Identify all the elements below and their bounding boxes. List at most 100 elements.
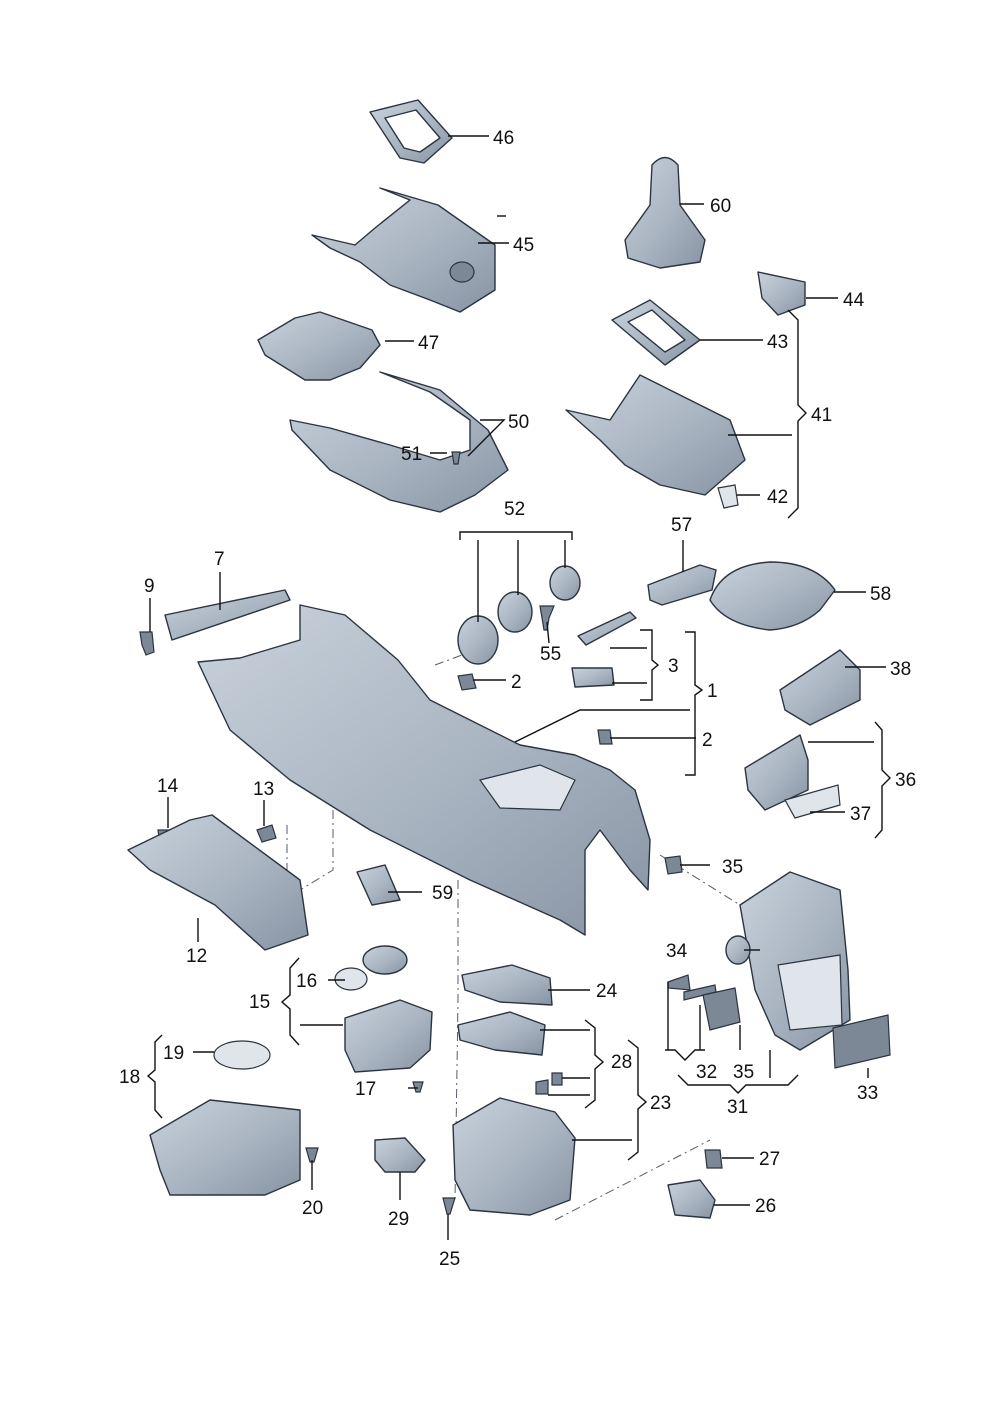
- part-38-air-vent: [779, 649, 861, 726]
- part-12-mount-bracket: [127, 814, 309, 951]
- part-43-trim-frame: [611, 299, 701, 366]
- part-32-insert: [702, 987, 741, 1031]
- callout-16: 16: [296, 971, 317, 992]
- callout-38: 38: [890, 659, 911, 680]
- callout-28: 28: [611, 1052, 632, 1073]
- part-35-clip-a: [664, 855, 683, 875]
- callout-35-b: 35: [733, 1062, 754, 1083]
- callout-25: 25: [439, 1249, 460, 1270]
- part-55-screw: [539, 605, 555, 631]
- callout-24: 24: [596, 981, 618, 1002]
- callout-45: 45: [513, 235, 534, 256]
- part-25-screw: [442, 1197, 456, 1215]
- part-33-plate: [832, 1014, 891, 1069]
- callout-7: 7: [214, 549, 225, 570]
- part-42-clip: [717, 484, 739, 509]
- callout-20: 20: [302, 1198, 323, 1219]
- part-2-clip-b: [597, 729, 613, 745]
- callout-41: 41: [811, 405, 832, 426]
- part-17-screw: [412, 1081, 424, 1093]
- callout-52: 52: [504, 499, 525, 520]
- part-15-cupholder: [344, 999, 433, 1073]
- part-41-center-trim: [565, 374, 746, 496]
- part-28-bracket: [457, 1011, 546, 1056]
- callout-60: 60: [710, 196, 731, 217]
- part-60-gear-boot: [624, 156, 706, 269]
- part-37-insert: [784, 784, 841, 819]
- part-9-clip: [139, 631, 155, 656]
- part-45-selector-knob: [449, 261, 475, 283]
- part-59-pad: [356, 864, 401, 906]
- part-1-center-console: [197, 604, 651, 936]
- callout-46: 46: [493, 128, 514, 149]
- part-29-socket: [374, 1137, 426, 1173]
- part-16-cover: [362, 945, 408, 975]
- part-2-clip-a: [457, 673, 477, 691]
- part-57-switch-panel: [647, 564, 717, 606]
- callout-18: 18: [119, 1067, 140, 1088]
- callout-47: 47: [418, 333, 439, 354]
- part-28-clip-b: [535, 1079, 549, 1095]
- braces: [146, 309, 891, 1161]
- callout-33: 33: [857, 1083, 878, 1104]
- callout-43: 43: [767, 332, 788, 353]
- callout-57: 57: [671, 515, 692, 536]
- callout-19: 19: [163, 1043, 184, 1064]
- callout-50: 50: [508, 412, 529, 433]
- callout-44: 44: [843, 290, 865, 311]
- callout-1: 1: [707, 681, 718, 702]
- callout-58: 58: [870, 584, 891, 605]
- callout-55: 55: [540, 644, 561, 665]
- part-13-bolt: [256, 824, 277, 843]
- part-44-pocket: [757, 271, 806, 316]
- callout-9: 9: [144, 576, 155, 597]
- callout-23: 23: [650, 1093, 671, 1114]
- part-46-trim-frame: [369, 99, 453, 164]
- part-1-cupholder-opening: [478, 764, 576, 811]
- part-3-trim: [577, 611, 637, 646]
- part-58-armrest: [709, 561, 836, 631]
- callout-2-a: 2: [511, 672, 522, 693]
- callout-12: 12: [186, 946, 207, 967]
- callout-17: 17: [355, 1079, 376, 1100]
- part-16-cap: [334, 967, 368, 991]
- part-7-strip: [164, 589, 291, 641]
- part-36-storage-tray: [744, 734, 809, 811]
- part-50-trim-strip: [289, 371, 509, 513]
- callout-35-a: 35: [722, 857, 743, 878]
- part-26-cover: [667, 1179, 716, 1219]
- callout-14: 14: [157, 776, 179, 797]
- part-24-bracket: [461, 964, 553, 1006]
- part-47-bracket: [257, 311, 381, 381]
- part-28-clip-a: [551, 1072, 563, 1086]
- part-52-knob-2: [497, 591, 533, 633]
- part-32-spring: [667, 974, 691, 991]
- part-31-vent-opening: [777, 954, 843, 1031]
- callout-labels: 46 60 45 44 47 43 50 41 51 42 52 57 7 9 …: [119, 128, 916, 1270]
- callout-59: 59: [432, 883, 453, 904]
- callout-27: 27: [759, 1149, 780, 1170]
- callout-29: 29: [388, 1209, 409, 1230]
- callout-42: 42: [767, 487, 788, 508]
- callout-34: 34: [666, 941, 688, 962]
- part-51-clip: [451, 451, 461, 465]
- callout-32: 32: [696, 1062, 717, 1083]
- callout-51: 51: [401, 444, 422, 465]
- callout-13: 13: [253, 779, 274, 800]
- callout-26: 26: [755, 1196, 776, 1217]
- part-20-screw: [305, 1147, 319, 1163]
- part-27-clip: [704, 1149, 723, 1169]
- callout-36: 36: [895, 770, 916, 791]
- callout-2-b: 2: [702, 730, 713, 751]
- leader-lines: [149, 135, 886, 1240]
- callout-3: 3: [668, 656, 679, 677]
- part-52-knob-1: [457, 615, 499, 665]
- callout-37: 37: [850, 804, 871, 825]
- part-52-knob-3: [549, 565, 581, 601]
- callout-31: 31: [727, 1097, 748, 1118]
- callout-15: 15: [249, 992, 270, 1013]
- part-18-cupholder-housing: [149, 1099, 301, 1196]
- part-45-center-trim: [311, 187, 496, 313]
